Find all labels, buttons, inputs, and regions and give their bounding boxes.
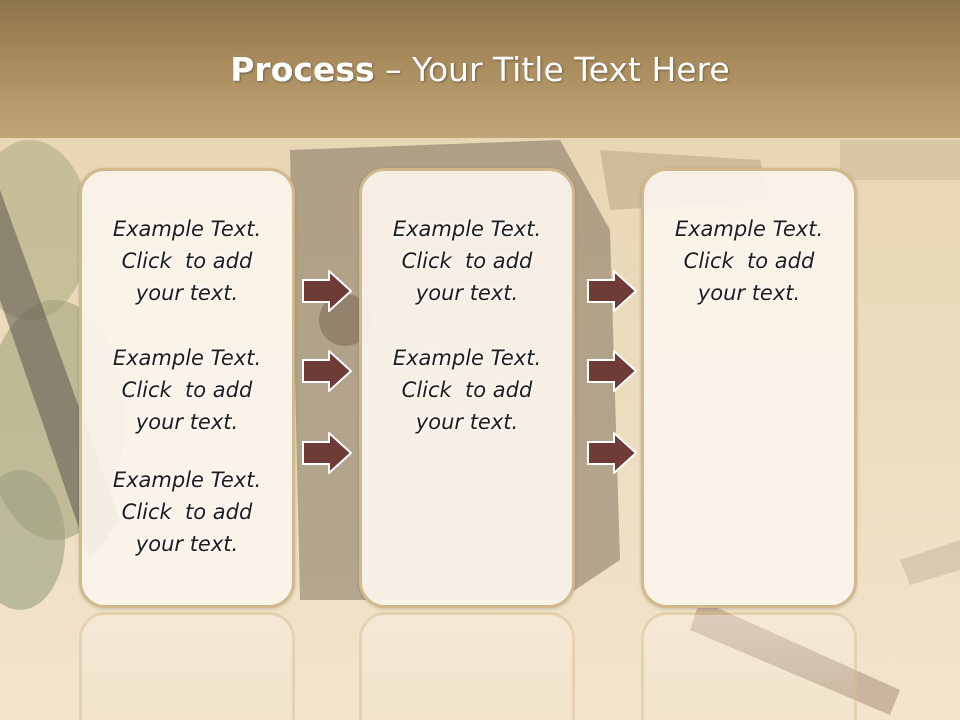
box-reflection	[359, 612, 575, 720]
text-line: Example Text.	[112, 468, 262, 492]
text-line: your text.	[135, 281, 239, 305]
text-line: Example Text.	[392, 217, 542, 241]
box-reflection	[79, 612, 295, 720]
text-line: your text.	[415, 410, 519, 434]
title-bar	[0, 0, 960, 138]
text-line: Example Text.	[112, 346, 262, 370]
right-arrow-icon	[587, 350, 637, 392]
right-arrow-icon	[302, 270, 352, 312]
text-block[interactable]: Example Text. Click to add your text.	[82, 342, 292, 438]
right-arrow-icon	[587, 270, 637, 312]
text-line: Click to add	[683, 249, 815, 273]
text-block[interactable]: Example Text. Click to add your text.	[82, 213, 292, 309]
box-reflection	[641, 612, 857, 720]
right-arrow-icon	[587, 432, 637, 474]
text-block[interactable]: Example Text. Click to add your text.	[82, 464, 292, 560]
title-rest: – Your Title Text Here	[374, 50, 730, 89]
text-line: Click to add	[121, 378, 253, 402]
text-block[interactable]: Example Text. Click to add your text.	[362, 213, 572, 309]
right-arrow-icon	[302, 350, 352, 392]
text-line: Click to add	[401, 378, 533, 402]
text-line: your text.	[697, 281, 801, 305]
text-block[interactable]: Example Text. Click to add your text.	[362, 342, 572, 438]
process-box-1[interactable]: Example Text. Click to add your text. Ex…	[79, 168, 295, 608]
text-block[interactable]: Example Text. Click to add your text.	[644, 213, 854, 309]
right-arrow-icon	[302, 432, 352, 474]
text-line: Click to add	[121, 500, 253, 524]
text-line: your text.	[135, 410, 239, 434]
text-line: your text.	[415, 281, 519, 305]
text-line: Example Text.	[112, 217, 262, 241]
slide-title[interactable]: Process – Your Title Text Here	[0, 50, 960, 89]
text-line: your text.	[135, 532, 239, 556]
text-line: Click to add	[401, 249, 533, 273]
text-line: Click to add	[121, 249, 253, 273]
process-box-2[interactable]: Example Text. Click to add your text. Ex…	[359, 168, 575, 608]
text-line: Example Text.	[674, 217, 824, 241]
process-box-3[interactable]: Example Text. Click to add your text.	[641, 168, 857, 608]
title-bold: Process	[230, 50, 375, 89]
text-line: Example Text.	[392, 346, 542, 370]
